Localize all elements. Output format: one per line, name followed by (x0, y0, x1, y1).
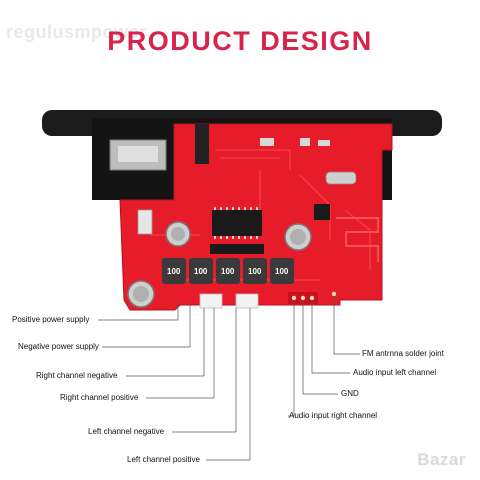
crystal (325, 171, 357, 185)
header-block (195, 124, 209, 164)
inductor-label: 100 (167, 267, 181, 276)
label-fm-antenna: FM antrnna solder joint (362, 349, 444, 358)
main-chip (212, 210, 262, 236)
inductor-label: 100 (221, 267, 235, 276)
connector-right (235, 293, 259, 309)
label-audio-input-right: Audio input right channel (289, 411, 378, 420)
label-audio-input-left: Audio input left channel (353, 368, 437, 377)
brand-watermark: Bazar (417, 450, 466, 469)
label-left-channel-negative: Left channel negative (88, 427, 165, 436)
label-negative-power-supply: Negative power supply (18, 342, 99, 351)
bluetooth-chip (314, 204, 330, 220)
capacitor-small (137, 209, 153, 235)
label-gnd: GND (341, 389, 359, 398)
label-positive-power-supply: Positive power supply (12, 315, 90, 324)
amp-chip (210, 244, 264, 254)
page-title: PRODUCT DESIGN (107, 26, 373, 56)
label-left-channel-positive: Left channel positive (127, 455, 200, 464)
watermark-text: regulusmpower (6, 22, 147, 42)
connector-left (199, 293, 223, 309)
label-right-channel-negative: Right channel negative (36, 371, 118, 380)
inductor-row (162, 258, 294, 284)
inductor-label: 100 (248, 267, 262, 276)
inductor-label: 100 (275, 267, 289, 276)
label-right-channel-positive: Right channel positive (60, 393, 139, 402)
inductor-label: 100 (194, 267, 208, 276)
